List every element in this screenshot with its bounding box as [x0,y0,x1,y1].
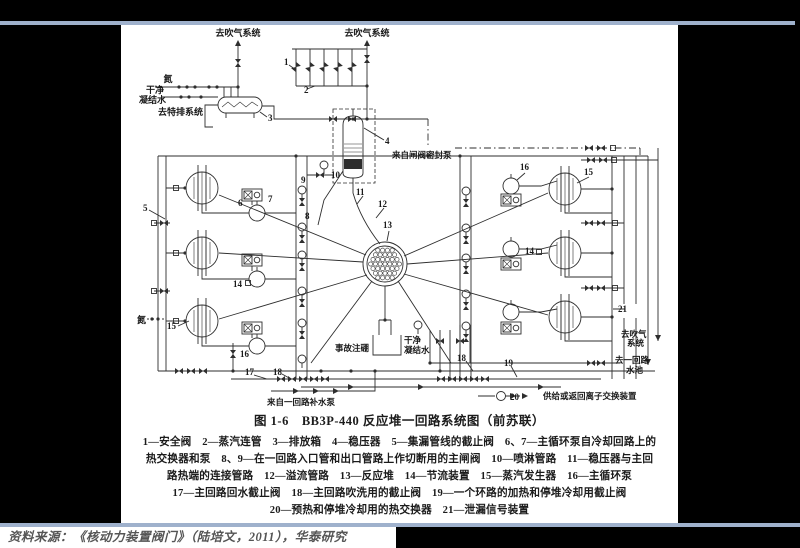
callout-14: 14 [233,279,243,289]
legend-line-4: 17—主回路回水截止阀 18—主回路吹洗用的截止阀 19—一个环路的加热和停堆冷… [172,487,627,499]
legend-line-2: 热交换器和泵 8、9—在一回路入口管和出口管路上作切断用的主闸阀 10—喷淋管路… [145,453,654,465]
label-nitrogen-left: 氮 [137,314,146,325]
document-page: 去吹气系统 去吹气系统 氮 干净 凝结水 去特排系统 来自闸阀密封泵 氮 事故注… [121,25,678,523]
callout-18: 18 [273,367,283,377]
callout-10: 10 [331,170,341,180]
figure-caption: 图 1-6 BB3P-440 反应堆一回路系统图（前苏联） 1—安全阀 2—蒸汽… [121,414,678,520]
label-clean-condensate-bottom-2: 凝结水 [404,345,430,355]
callout-21: 21 [618,304,628,314]
label-purge-top-mid: 去吹气系统 [344,27,389,38]
label-primary-pool-2: 水池 [625,365,644,375]
label-purge-right-2: 系统 [627,338,645,348]
pump-symbols [241,173,522,401]
label-nitrogen-top: 氮 [163,73,172,84]
diagram-callouts: 1 2 3 4 5 6 7 8 9 10 11 12 13 14 14 15 1… [143,57,628,402]
callout-15b: 15 [584,167,594,177]
callout-19: 19 [504,358,514,368]
callout-5: 5 [143,203,148,213]
callout-8: 8 [305,211,310,221]
source-attribution: 资料来源：《核动力装置阀门》（陆培文，2011），华泰研究 [8,530,347,544]
legend-line-3: 路热端的连接管路 12—溢流管路 13—反应堆 14—节流装置 15—蒸汽发生器… [166,470,633,482]
label-purge-right-1: 去吹气 [621,329,647,339]
top-rule [0,21,795,25]
label-purge-top-left: 去吹气系统 [215,27,260,38]
reactor-symbol [362,241,408,287]
callout-16: 16 [520,162,530,172]
label-gate-valve-seal-pump: 来自闸阀密封泵 [391,150,452,160]
callout-14b: 14 [525,246,535,256]
legend-line-5: 20—预热和停堆冷却用的热交换器 21—泄漏信号装置 [269,504,530,516]
callout-15: 15 [167,321,177,331]
callout-3: 3 [268,113,273,123]
callout-13: 13 [383,220,393,230]
label-makeup-pump: 来自一回路补水泵 [266,397,336,407]
junction-dots [150,84,614,381]
label-ion-exchange: 供给或返回离子交换装置 [542,391,637,401]
diagram-labels: 去吹气系统 去吹气系统 氮 干净 凝结水 去特排系统 来自闸阀密封泵 氮 事故注… [137,27,650,407]
callout-1: 1 [284,57,289,67]
bottom-rule [0,523,800,527]
label-primary-pool-1: 去一回路 [615,355,650,365]
callout-4: 4 [385,136,390,146]
figure-title: 图 1-6 BB3P-440 反应堆一回路系统图（前苏联） [254,414,545,428]
callout-16b: 16 [240,349,250,359]
callout-18b: 18 [457,353,467,363]
callout-9: 9 [301,175,306,185]
callout-7: 7 [268,194,273,204]
callout-20: 20 [510,392,520,402]
callout-11: 11 [356,187,365,197]
label-boron-injection: 事故注硼 [335,343,370,353]
callout-2: 2 [304,85,309,95]
callout-17: 17 [245,367,255,377]
label-clean-condensate-top-1: 干净 [146,84,164,95]
pipe-network [147,41,659,397]
callout-12: 12 [378,199,388,209]
label-clean-condensate-top-2: 凝结水 [139,94,167,105]
label-clean-condensate-bottom-1: 干净 [404,335,422,345]
footer-strip: 资料来源：《核动力装置阀门》（陆培文，2011），华泰研究 [0,527,396,548]
callout-6: 6 [238,198,243,208]
drain-tank-symbol [217,96,263,114]
figure-diagram: 去吹气系统 去吹气系统 氮 干净 凝结水 去特排系统 来自闸阀密封泵 氮 事故注… [137,27,661,407]
label-special-discharge: 去特排系统 [158,106,203,117]
legend-line-1: 1—安全阀 2—蒸汽连管 3—排放箱 4—稳压器 5—集漏管线的截止阀 6、7—… [142,437,657,448]
